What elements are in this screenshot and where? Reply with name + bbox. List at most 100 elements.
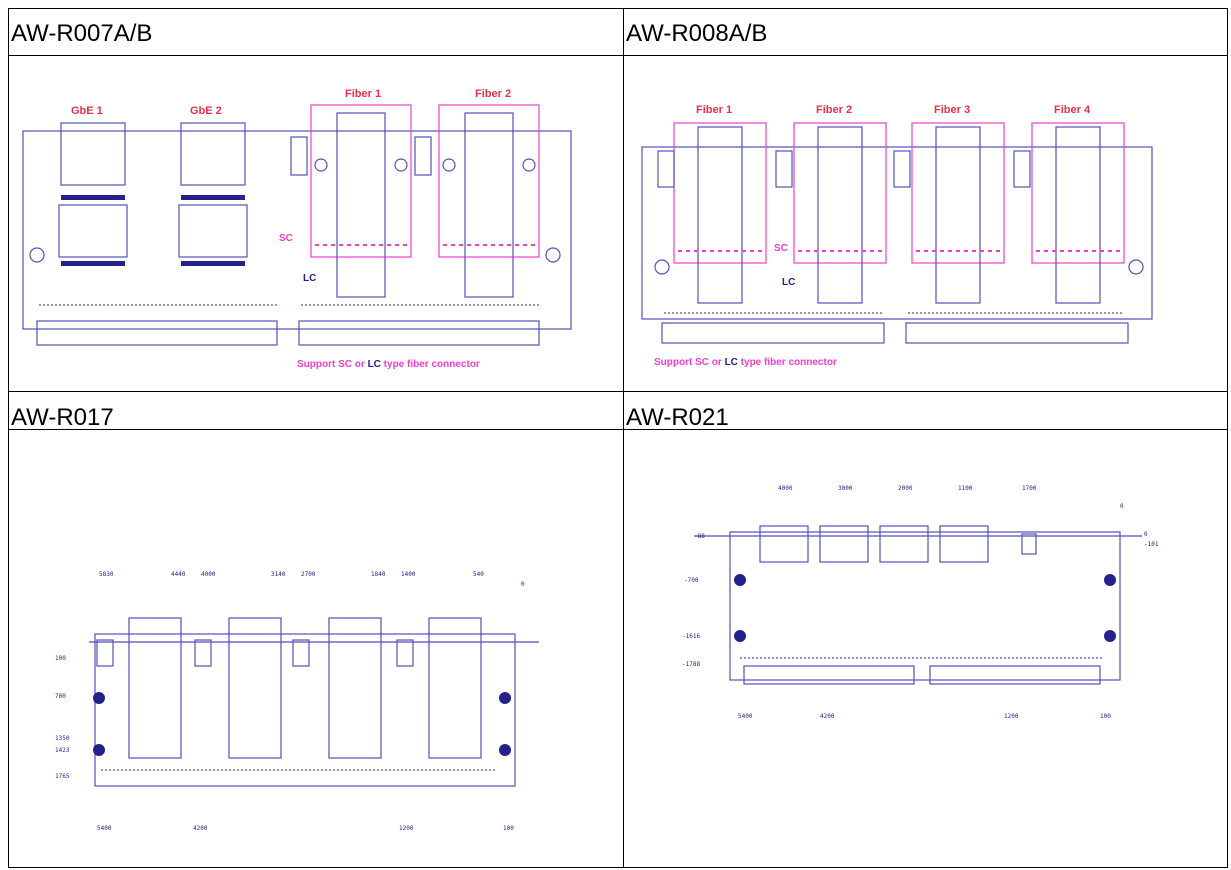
r007-fiber1-sc-box xyxy=(310,104,412,258)
r017-screw-hole xyxy=(93,744,105,756)
r007-gbe2-pins-b xyxy=(181,261,245,266)
r008-fiber1-sc-box xyxy=(673,122,767,264)
model-title-r008: AW-R008A/B xyxy=(626,20,768,47)
r007-sc-callout: SC xyxy=(279,233,293,244)
r021-board-diagram: 4000 3000 2000 1100 1700 0 -88 -700 -161… xyxy=(682,485,1159,720)
r008-fiber3-sc-box xyxy=(911,122,1005,264)
r007-mount-hole xyxy=(522,158,536,172)
r008-screw-hole xyxy=(1128,259,1144,275)
r008-sc-callout: SC xyxy=(774,243,788,254)
r008-fiber1-lc-box xyxy=(697,126,743,304)
r007-mount-hole xyxy=(442,158,456,172)
r008-support-note: Support SC or LC type fiber connector xyxy=(654,357,837,368)
r021-right-dim: 0 xyxy=(1144,531,1148,538)
r007-gbe1-pins-b xyxy=(61,261,125,266)
r017-bottom-dim: 4200 xyxy=(193,825,208,832)
r008-fiber1-label: Fiber 1 xyxy=(696,104,732,116)
r021-left-dim: -1616 xyxy=(682,633,700,640)
r008-led-connector xyxy=(893,150,911,188)
r008-pci-connector-1 xyxy=(661,322,885,344)
r021-screw-hole xyxy=(734,630,746,642)
r007-fiber2-lc-box xyxy=(464,112,514,298)
r017-port-group-3 xyxy=(328,617,382,759)
r007-board-outline xyxy=(22,130,572,330)
r008-fiber4-sc-box xyxy=(1031,122,1125,264)
r021-rj45-port xyxy=(819,525,869,563)
row-divider-1 xyxy=(9,55,1227,56)
r021-screw-hole xyxy=(734,574,746,586)
r017-bottom-dim: 1200 xyxy=(399,825,414,832)
r008-board-diagram: Fiber 1 Fiber 2 Fiber 3 Fiber 4 SC LC Su… xyxy=(641,104,1153,368)
r017-port-group-1 xyxy=(128,617,182,759)
r017-left-dim: 100 xyxy=(55,655,66,662)
r017-left-dim: 700 xyxy=(55,693,66,700)
r021-top-dim: 0 xyxy=(1120,503,1124,510)
r017-top-dim: 1840 xyxy=(371,571,386,578)
r021-rj45-port xyxy=(759,525,809,563)
r021-right-dim: -101 xyxy=(1144,541,1159,548)
r017-led-connector xyxy=(292,639,310,667)
model-title-r007: AW-R007A/B xyxy=(11,20,153,47)
r007-mount-hole xyxy=(394,158,408,172)
r017-top-dim: 5830 xyxy=(99,571,114,578)
r017-screw-hole xyxy=(499,692,511,704)
r021-top-dim: 1100 xyxy=(958,485,973,492)
r008-screw-hole xyxy=(654,259,670,275)
r017-led-connector xyxy=(396,639,414,667)
r017-top-dim: 0 xyxy=(521,581,525,588)
r021-top-dim: 4000 xyxy=(778,485,793,492)
model-title-r021: AW-R021 xyxy=(626,404,729,431)
r008-fiber3-label: Fiber 3 xyxy=(934,104,970,116)
r008-fiber2-sc-box xyxy=(793,122,887,264)
r017-left-dim: 1350 xyxy=(55,735,70,742)
r017-left-dim: 1765 xyxy=(55,773,70,780)
r021-left-dim: -700 xyxy=(684,577,699,584)
r007-gbe2-port xyxy=(180,122,246,186)
r007-led-connector-2 xyxy=(414,136,432,176)
r017-top-dim: 1400 xyxy=(401,571,416,578)
r008-fiber3-lc-box xyxy=(935,126,981,304)
r008-board-outline xyxy=(641,146,1153,320)
r017-top-dim: 3140 xyxy=(271,571,286,578)
r017-port-group-4 xyxy=(428,617,482,759)
r021-screw-hole xyxy=(1104,630,1116,642)
r017-top-dim: 4000 xyxy=(201,571,216,578)
r017-bottom-dim: 100 xyxy=(503,825,514,832)
r017-screw-hole xyxy=(499,744,511,756)
r007-led-connector-1 xyxy=(290,136,308,176)
r017-top-dim: 2700 xyxy=(301,571,316,578)
r007-pci-connector-2 xyxy=(298,320,540,346)
r007-fiber1-label: Fiber 1 xyxy=(345,88,381,100)
r007-lc-callout: LC xyxy=(303,273,316,284)
r008-lc-callout: LC xyxy=(782,277,795,288)
r007-fiber2-label: Fiber 2 xyxy=(475,88,511,100)
r021-top-dim: 3000 xyxy=(838,485,853,492)
r007-gbe2-chip xyxy=(178,204,248,258)
r017-board-diagram: 5830 4440 4000 3140 2700 1840 1400 540 0… xyxy=(55,571,539,832)
r021-left-dim: -1788 xyxy=(682,661,700,668)
r021-bottom-dim: 5400 xyxy=(738,713,753,720)
r017-top-dim: 4440 xyxy=(171,571,186,578)
r008-led-connector xyxy=(775,150,793,188)
r007-gbe2-label: GbE 2 xyxy=(190,105,222,117)
r007-gbe1-port xyxy=(60,122,126,186)
r008-fiber4-label: Fiber 4 xyxy=(1054,104,1091,116)
r021-bottom-dim: 1200 xyxy=(1004,713,1019,720)
r008-led-connector xyxy=(657,150,675,188)
r007-screw-hole xyxy=(545,247,561,263)
r007-support-note: Support SC or LC type fiber connector xyxy=(297,359,480,370)
r007-fiber2-sc-box xyxy=(438,104,540,258)
r008-pci-connector-2 xyxy=(905,322,1129,344)
row-divider-2 xyxy=(9,391,1227,392)
r007-gbe2-pins xyxy=(181,195,245,200)
r017-port-group-2 xyxy=(228,617,282,759)
r021-bottom-dim: 4200 xyxy=(820,713,835,720)
r021-led-connector xyxy=(1021,533,1037,555)
r017-screw-hole xyxy=(93,692,105,704)
r007-pci-connector-1 xyxy=(36,320,278,346)
r021-top-dim: 1700 xyxy=(1022,485,1037,492)
r007-screw-hole xyxy=(29,247,45,263)
r008-led-connector xyxy=(1013,150,1031,188)
r007-gbe1-label: GbE 1 xyxy=(71,105,103,117)
model-title-r017: AW-R017 xyxy=(11,404,114,431)
